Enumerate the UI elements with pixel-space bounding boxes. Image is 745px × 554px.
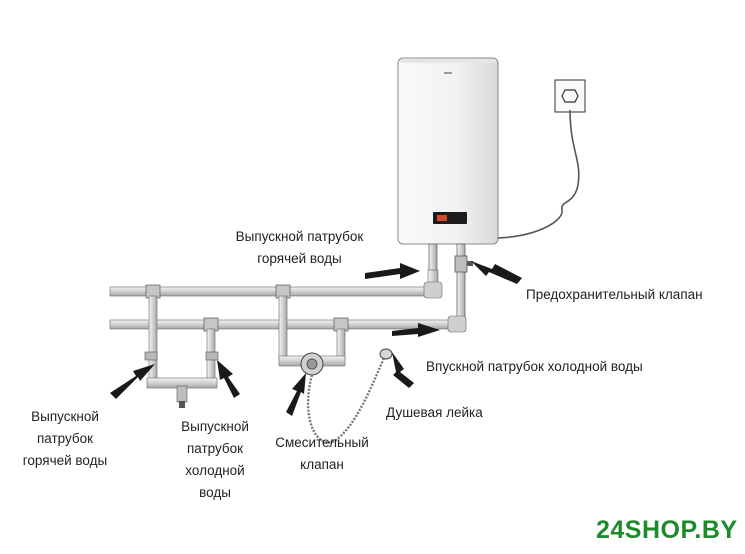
arrow-icon [286, 373, 306, 416]
water-heater [397, 57, 499, 245]
arrow-icon [471, 261, 522, 284]
water-heater-top-edge [400, 59, 496, 63]
label-line: Выпускной патрубок [235, 229, 364, 244]
label-line: патрубок [186, 441, 244, 456]
power-plug-icon [561, 89, 579, 103]
hot-outlet-label-left: Выпускной патрубок горячей воды [0, 406, 130, 472]
arrow-icon [110, 364, 155, 399]
label-line: горячей воды [22, 453, 108, 468]
safety-valve-body [454, 255, 468, 273]
power-cord [497, 109, 580, 239]
label-line: холодной [185, 463, 245, 478]
label-line: Смесительный [275, 435, 369, 450]
label-line: клапан [300, 457, 344, 472]
hot-water-line [109, 269, 443, 299]
shower-hose [307, 357, 386, 444]
power-socket [554, 79, 586, 113]
cold-inlet-label: Впускной патрубок холодной воды [426, 359, 643, 374]
faucet-assembly [144, 295, 219, 408]
hot-outlet-label-top: Выпускной патрубок горячей воды [232, 226, 367, 270]
arrow-icon [217, 360, 240, 398]
arrows [110, 261, 522, 416]
cold-outlet-label-left: Выпускной патрубок холодной воды [160, 416, 270, 504]
shower-head [379, 348, 393, 360]
shower-head-label: Душевая лейка [386, 405, 483, 420]
arrow-icon [392, 323, 440, 337]
safety-valve-label: Предохранительный клапан [526, 287, 703, 302]
water-heater-body [397, 57, 499, 245]
label-line: воды [199, 485, 231, 500]
label-line: патрубок [36, 431, 94, 446]
control-panel-digits [437, 215, 447, 221]
label-line: горячей воды [257, 251, 342, 266]
mixer-assembly [278, 295, 346, 376]
brand-watermark: 24SHOP.BY [596, 516, 738, 544]
water-heater-logo [444, 72, 452, 74]
label-line: Выпускной [31, 409, 99, 424]
mixer-valve-label: Смесительный клапан [262, 432, 382, 476]
arrow-icon [392, 352, 414, 388]
arrow-icon [365, 263, 420, 279]
safety-valve-lever [467, 261, 473, 266]
cold-water-line [109, 315, 467, 333]
label-line: Выпускной [181, 419, 249, 434]
